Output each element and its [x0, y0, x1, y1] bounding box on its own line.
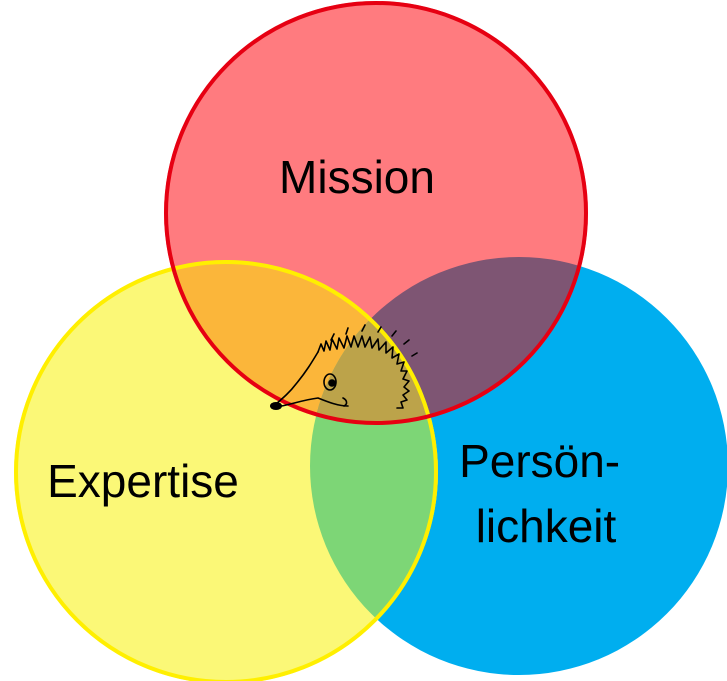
outline-expertise	[14, 260, 438, 681]
hedgehog-icon	[275, 324, 418, 409]
overlap-mission-expertise	[164, 260, 438, 425]
label-persoenlichkeit: Persön- lichkeit	[459, 435, 633, 552]
outline-mission	[164, 1, 588, 425]
overlap-mission-persoenlichkeit	[310, 257, 588, 425]
label-expertise: Expertise	[47, 455, 239, 507]
label-mission: Mission	[279, 151, 435, 203]
hedgehog-nose-icon	[270, 402, 282, 410]
